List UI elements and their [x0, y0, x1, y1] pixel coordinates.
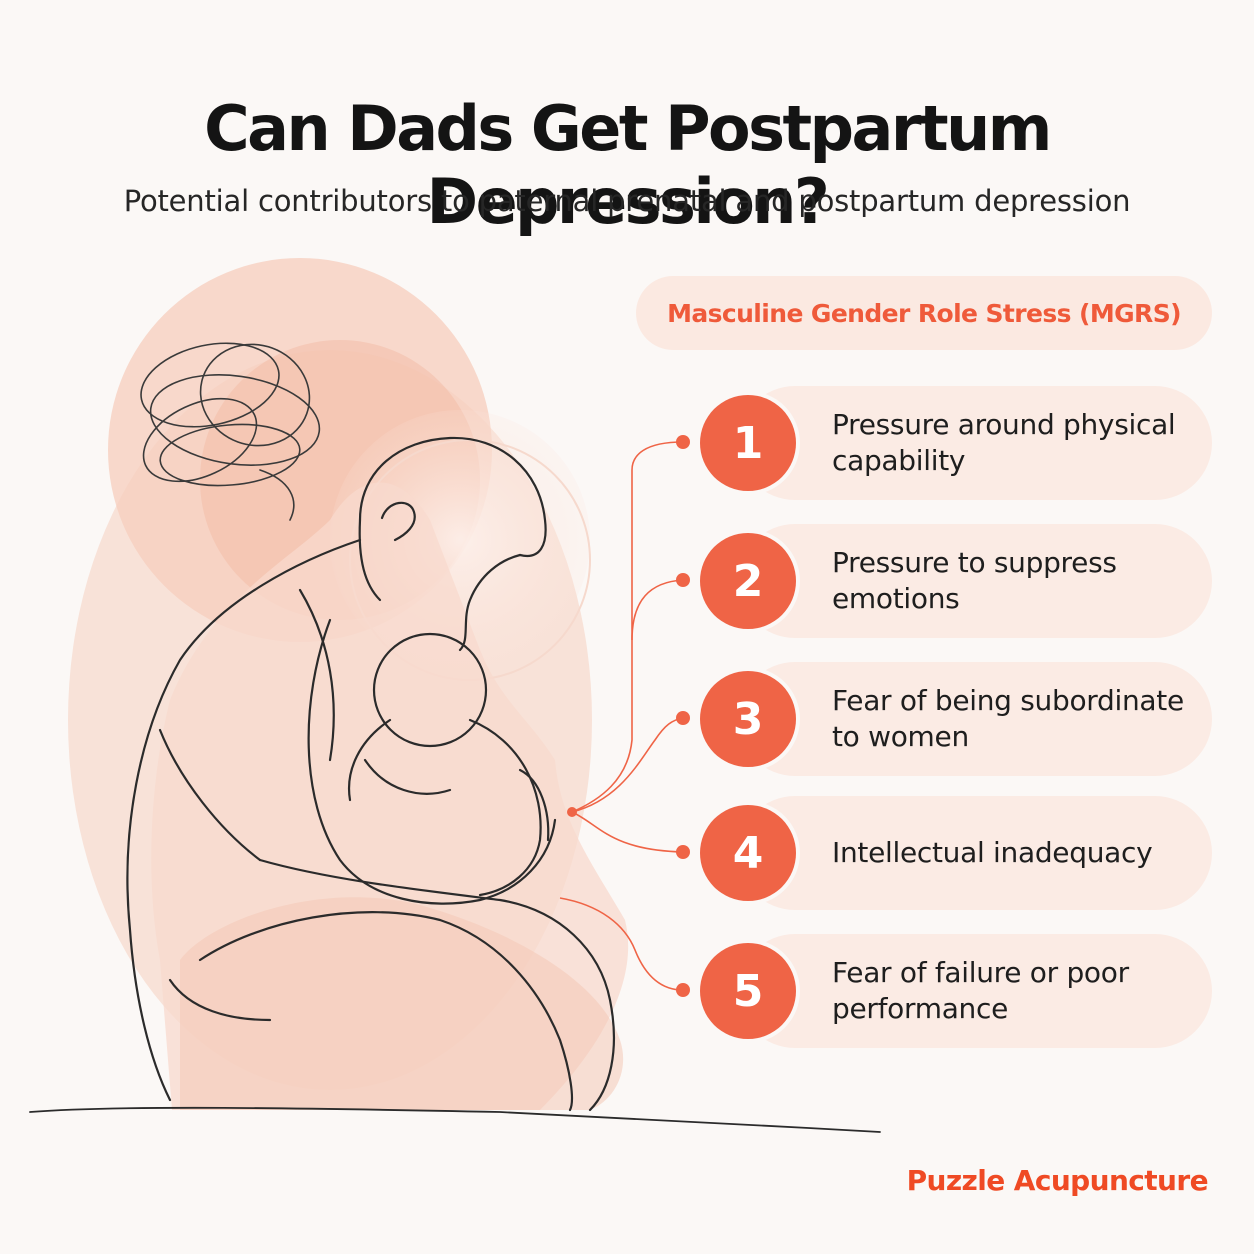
page-title: Can Dads Get Postpartum Depression?	[204, 92, 1052, 238]
connector-dots	[567, 435, 690, 997]
figure-outline	[29, 436, 881, 1133]
list-item-pill	[738, 524, 1212, 638]
item-number-badge: 4	[700, 805, 796, 901]
tangled-thoughts-icon	[140, 342, 321, 521]
item-text: Pressure around physical capability	[832, 408, 1176, 477]
list-item-pill	[738, 796, 1212, 910]
list-item-pill	[738, 662, 1212, 776]
item-number-badge: 5	[700, 943, 796, 1039]
item-number-badge: 2	[700, 533, 796, 629]
brand-name: Puzzle Acupuncture	[906, 1164, 1209, 1197]
item-text: Pressure to suppress emotions	[832, 546, 1117, 615]
item-number-badge: 3	[700, 671, 796, 767]
category-label-pill: Masculine Gender Role Stress (MGRS)	[636, 276, 1212, 350]
item-text: Fear of failure or poor performance	[832, 956, 1129, 1025]
category-label: Masculine Gender Role Stress (MGRS)	[667, 298, 1181, 328]
list-item-pill	[738, 386, 1212, 500]
connector-lines	[559, 441, 684, 991]
item-text: Fear of being subordinate to women	[832, 684, 1184, 753]
connector-1	[571, 441, 684, 813]
item-text: Intellectual inadequacy	[832, 836, 1153, 869]
list-item-pill	[738, 934, 1212, 1048]
connector-2	[631, 579, 684, 641]
figure-fill	[151, 482, 629, 1110]
connector-5	[559, 897, 684, 991]
item-number-badge: 1	[700, 395, 796, 491]
page-subtitle: Potential contributors to paternal prena…	[123, 184, 1131, 218]
connector-3	[571, 717, 684, 813]
connector-4	[571, 811, 684, 853]
